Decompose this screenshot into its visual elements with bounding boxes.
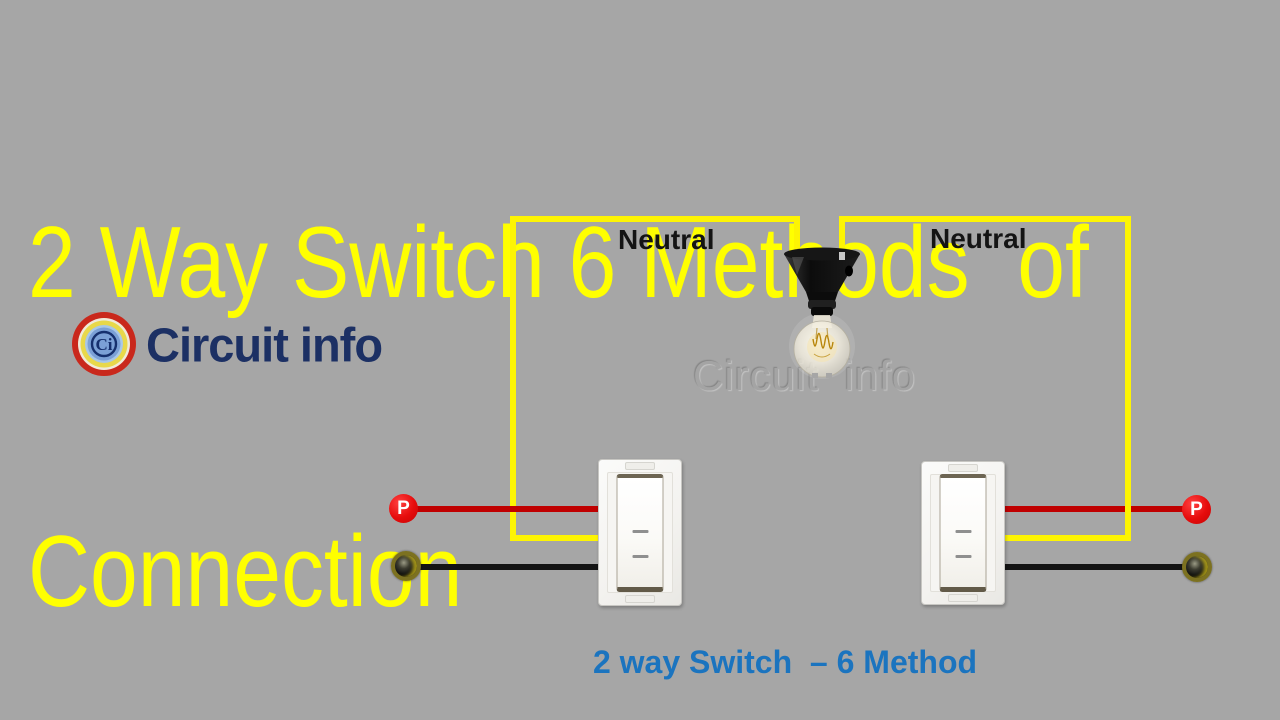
neutral-wire-left-vertical	[510, 216, 516, 541]
switch-inner-frame	[607, 472, 673, 593]
neutral-wire-drop-right	[839, 216, 845, 254]
neutral-label-left: Neutral	[618, 224, 715, 255]
neutral-label-right: Neutral	[930, 223, 1027, 254]
switch-rocker	[616, 473, 664, 592]
phase-terminal-right: P	[1182, 495, 1211, 524]
neutral-wire-top-right	[839, 216, 1131, 222]
neutral-wire-right-vertical	[1125, 216, 1131, 541]
switch-mount-tab	[948, 594, 978, 602]
line-connector-right-icon	[1182, 552, 1212, 582]
title-line-2: Connection	[28, 516, 463, 628]
phase-wire-right	[1001, 506, 1191, 512]
rocker-mark	[955, 555, 971, 558]
switch-rocker	[939, 474, 987, 592]
circuit-info-logo-icon: Ci	[72, 312, 136, 376]
brand-name: Circuit info	[146, 316, 383, 372]
black-wire-right	[1001, 564, 1193, 570]
ceiling-bulb-fixture-icon	[784, 247, 860, 379]
brand-logo: Ci Circuit info	[70, 310, 383, 378]
switch-right	[921, 461, 1005, 605]
phase-terminal-right-label: P	[1190, 498, 1203, 520]
diagram-caption: 2 way Switch – 6 Method	[592, 644, 978, 680]
phase-terminal-left: P	[389, 494, 418, 523]
neutral-wire-to-left-switch	[510, 535, 605, 541]
switch-mount-tab	[625, 462, 655, 470]
switch-inner-frame	[930, 474, 996, 592]
phase-wire-left	[405, 506, 603, 512]
switch-left	[598, 459, 682, 606]
rocker-mark	[632, 554, 648, 558]
neutral-wire-to-right-switch	[1003, 535, 1131, 541]
switch-mount-tab	[948, 464, 978, 472]
neutral-wire-top-left	[510, 216, 800, 222]
neutral-wire-drop-left	[794, 216, 800, 254]
rocker-mark	[955, 530, 971, 533]
switch-mount-tab	[625, 595, 655, 603]
black-wire-left	[406, 564, 603, 570]
rocker-mark	[632, 529, 648, 533]
logo-monogram: Ci	[96, 335, 113, 354]
phase-terminal-left-label: P	[397, 497, 410, 519]
line-connector-left-icon	[391, 551, 421, 581]
